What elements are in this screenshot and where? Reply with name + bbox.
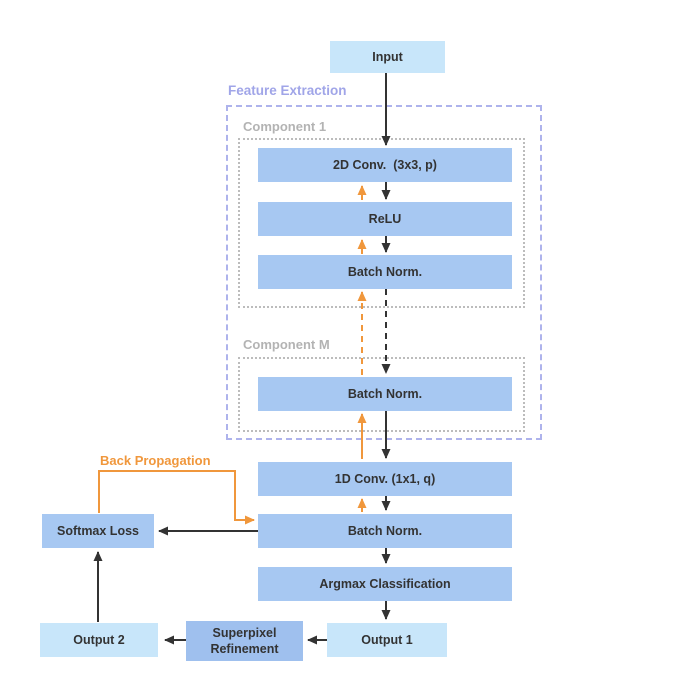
feature-extraction-container: [226, 105, 542, 440]
node-1d-conv: 1D Conv. (1x1, q): [258, 462, 512, 496]
node-argmax-label: Argmax Classification: [319, 577, 451, 591]
component-m-label: Component M: [243, 337, 330, 352]
feature-extraction-label: Feature Extraction: [228, 83, 347, 98]
component-m-container: [238, 357, 525, 432]
node-output-1-label: Output 1: [361, 633, 413, 647]
node-batch-norm-m: Batch Norm.: [258, 377, 512, 411]
node-1d-conv-label: 1D Conv. (1x1, q): [334, 472, 436, 486]
node-batch-norm-1: Batch Norm.: [258, 255, 512, 289]
node-batch-norm-2: Batch Norm.: [258, 514, 512, 548]
node-superpixel-line1: Superpixel: [212, 625, 277, 640]
node-output-2: Output 2: [40, 623, 158, 657]
component-1-label: Component 1: [243, 119, 327, 134]
node-batch-norm-1-label: Batch Norm.: [347, 265, 423, 279]
node-output-1: Output 1: [327, 623, 447, 657]
node-input: Input: [330, 41, 445, 73]
node-superpixel-refinement: Superpixel Refinement: [186, 621, 303, 661]
node-relu-label: ReLU: [368, 212, 402, 226]
node-2d-conv: 2D Conv. (3x3, p): [258, 148, 512, 182]
node-input-label: Input: [372, 50, 403, 64]
node-softmax-loss-label: Softmax Loss: [57, 524, 139, 538]
node-relu: ReLU: [258, 202, 512, 236]
node-argmax: Argmax Classification: [258, 567, 512, 601]
arrow-back-propagation-softmax-to-batch-norm-2: [98, 470, 255, 525]
back-propagation-label: Back Propagation: [100, 453, 211, 468]
node-batch-norm-2-label: Batch Norm.: [347, 524, 423, 538]
node-output-2-label: Output 2: [73, 633, 125, 647]
node-2d-conv-label: 2D Conv. (3x3, p): [333, 158, 437, 172]
node-superpixel-line2: Refinement: [210, 642, 279, 656]
node-batch-norm-m-label: Batch Norm.: [347, 387, 423, 401]
node-softmax-loss: Softmax Loss: [42, 514, 154, 548]
